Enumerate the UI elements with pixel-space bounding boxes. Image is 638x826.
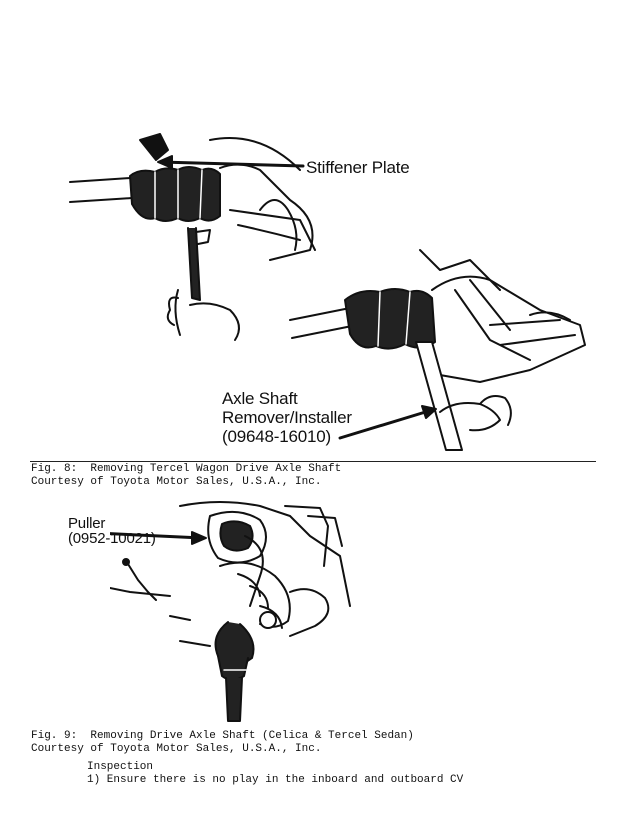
- puller-label-line2: (0952-10021): [68, 530, 156, 547]
- stiffener-plate-label: Stiffener Plate: [306, 158, 410, 177]
- axle-shaft-label-line1: Axle Shaft: [222, 389, 298, 408]
- axle-shaft-label-line3: (09648-16010): [222, 427, 331, 446]
- section-heading: Inspection: [87, 761, 154, 773]
- inspection-step-1: 1) Ensure there is no play in the inboar…: [87, 774, 464, 786]
- puller-label-line1: Puller: [68, 515, 106, 532]
- figure-8-illustration: [69, 133, 586, 451]
- figure-9-courtesy: Courtesy of Toyota Motor Sales, U.S.A., …: [31, 743, 322, 755]
- caption-divider: [30, 461, 596, 462]
- figure-9-illustration: [110, 501, 351, 722]
- figure-8-courtesy: Courtesy of Toyota Motor Sales, U.S.A., …: [31, 476, 322, 488]
- axle-shaft-label-line2: Remover/Installer: [222, 408, 352, 427]
- figure-8-caption: Fig. 8: Removing Tercel Wagon Drive Axle…: [31, 463, 342, 475]
- figure-9-caption: Fig. 9: Removing Drive Axle Shaft (Celic…: [31, 730, 414, 742]
